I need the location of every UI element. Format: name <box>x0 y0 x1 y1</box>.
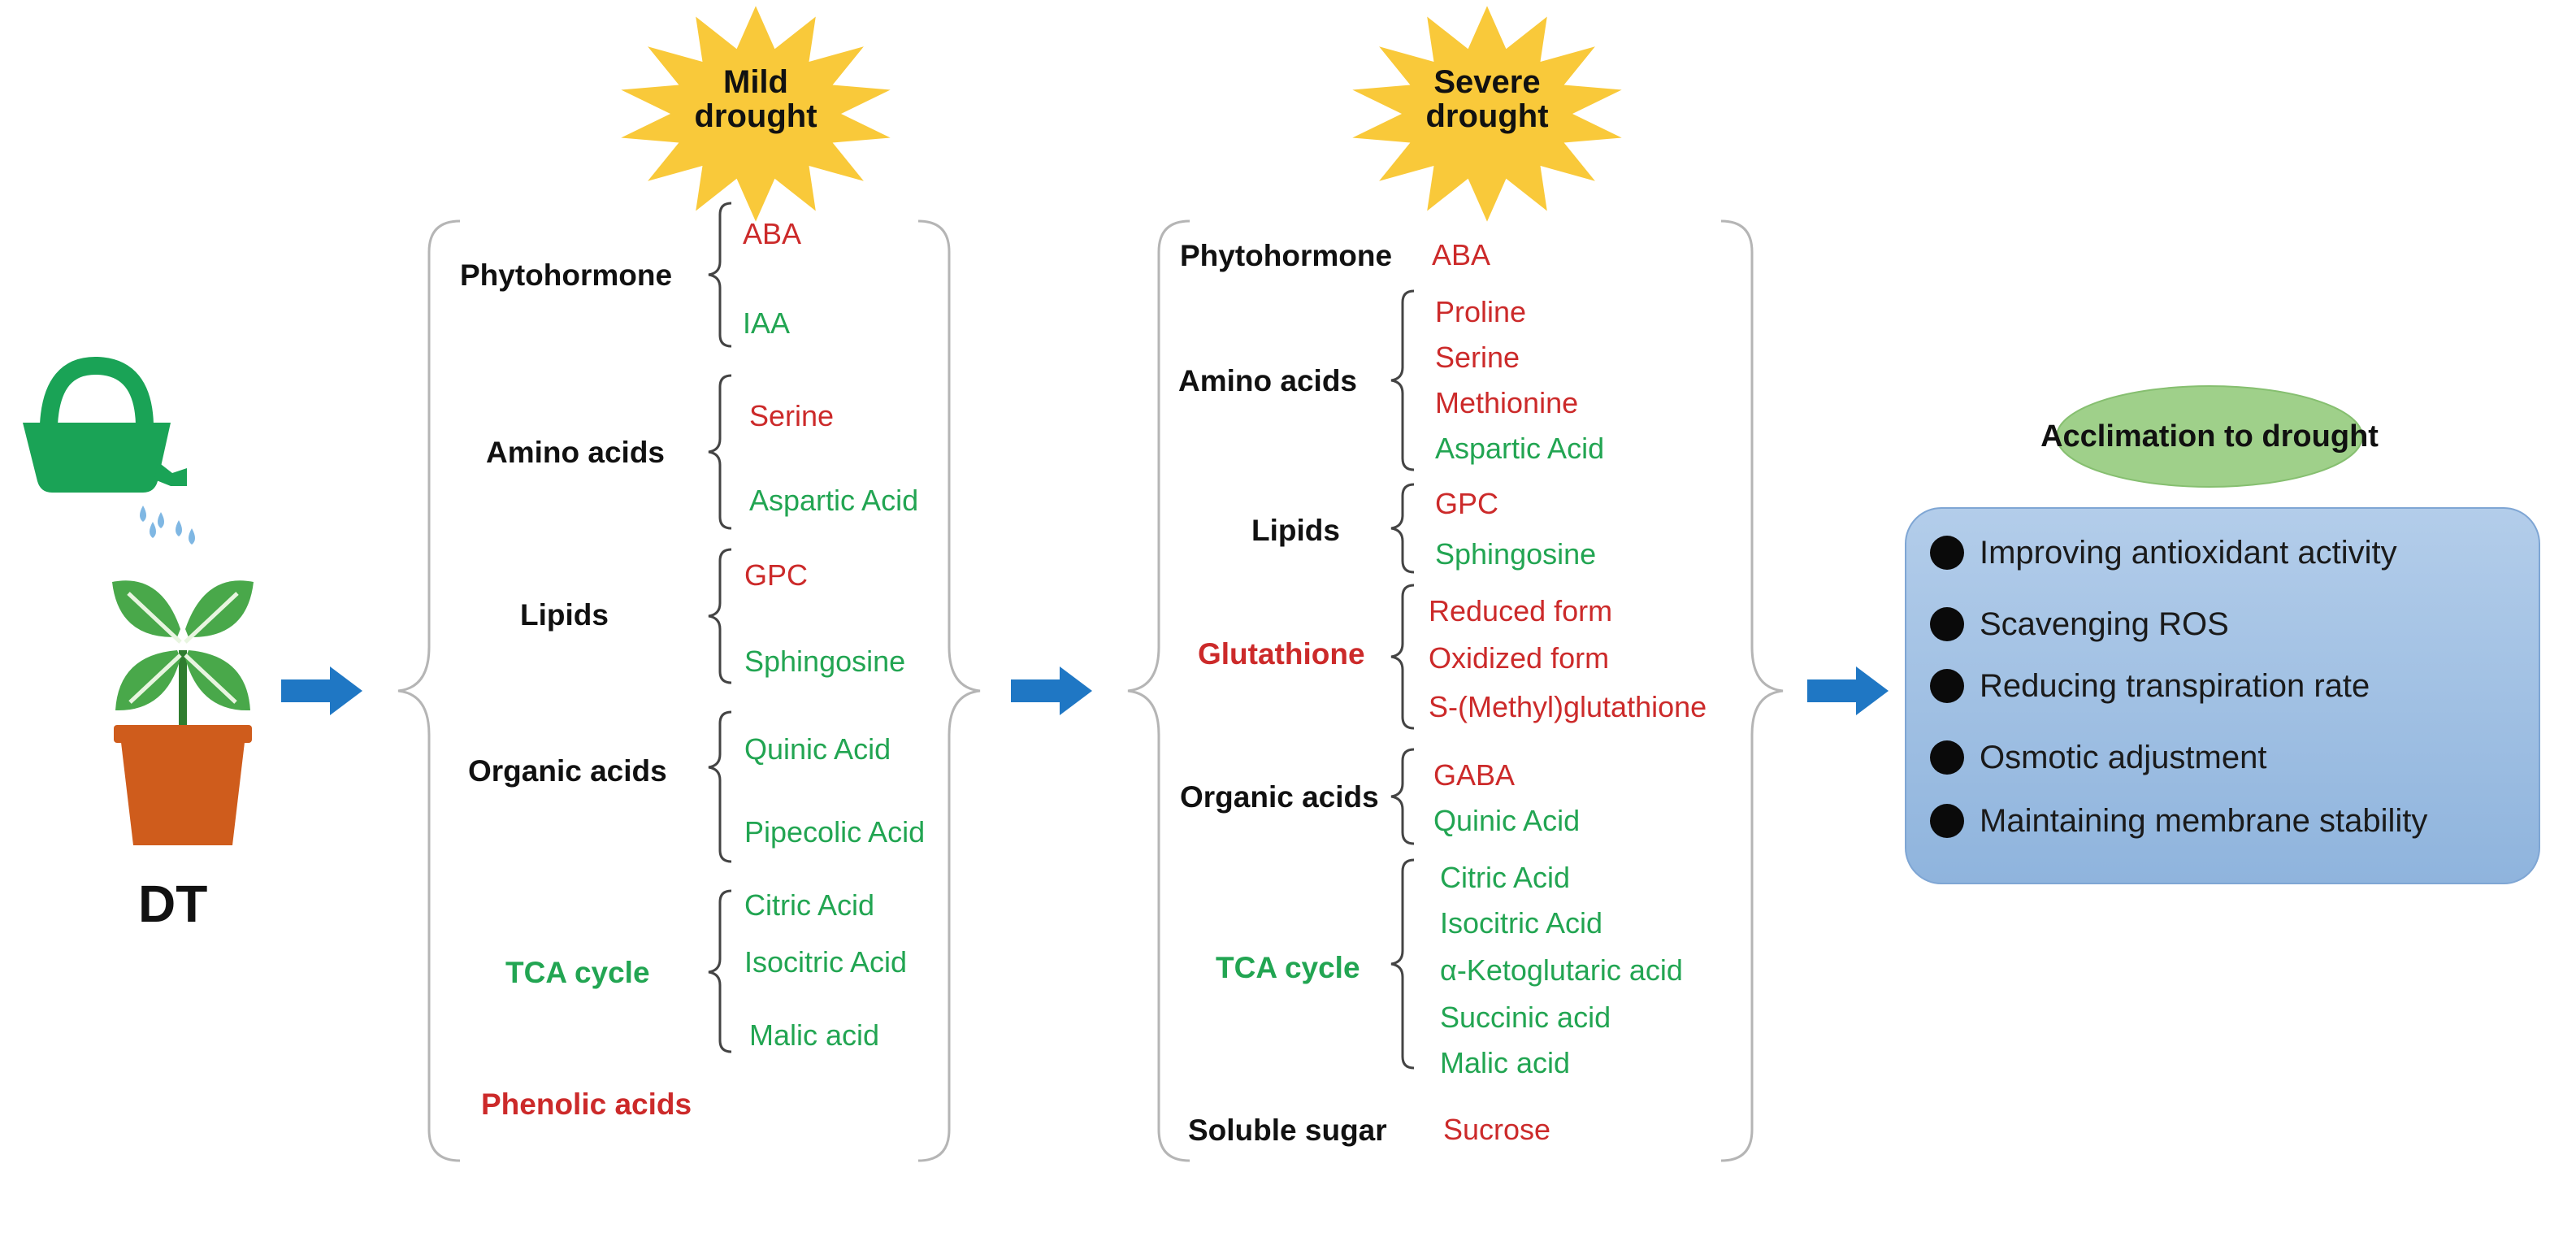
mild-item: Malic acid <box>749 1018 880 1052</box>
severe-item: Citric Acid <box>1440 861 1571 894</box>
bullet-dot <box>1930 804 1964 838</box>
mild-item: GPC <box>744 558 809 592</box>
water-drops-icon <box>140 506 195 545</box>
arrow-3-icon <box>1807 666 1889 715</box>
severe-item: Malic acid <box>1440 1046 1571 1079</box>
severe-item: GPC <box>1435 487 1499 520</box>
watering-can-body <box>23 423 171 493</box>
severe-item: GABA <box>1433 758 1516 792</box>
mild-right-brace <box>917 219 981 1162</box>
mild-item: Isocitric Acid <box>744 945 908 979</box>
acclimation-box <box>1905 507 2540 884</box>
severe-item: ABA <box>1432 238 1491 271</box>
bullet-dot <box>1930 607 1964 641</box>
watering-can-icon <box>23 357 187 493</box>
severe-drought-title-line2: drought <box>1425 98 1549 134</box>
severe-category: TCA cycle <box>1216 951 1360 984</box>
mild-category: Amino acids <box>486 436 665 469</box>
mild-category: Lipids <box>520 598 609 632</box>
severe-drought-star-icon <box>1352 6 1622 222</box>
mild-item: ABA <box>743 217 802 250</box>
severe-right-brace <box>1720 219 1784 1162</box>
severe-category-braces <box>1390 289 1415 1070</box>
mild-category: Phytohormone <box>460 258 673 292</box>
severe-category: Amino acids <box>1178 364 1357 397</box>
mild-item: Citric Acid <box>744 888 875 922</box>
severe-item: Succinic acid <box>1440 1001 1611 1034</box>
severe-category: Soluble sugar <box>1188 1114 1387 1147</box>
acclimation-bullet: Maintaining membrane stability <box>1980 803 2428 839</box>
plant-icon <box>112 580 254 845</box>
severe-item: α-Ketoglutaric acid <box>1440 953 1683 987</box>
severe-item: Reduced form <box>1429 594 1613 627</box>
bullet-dot <box>1930 740 1964 775</box>
severe-item: Sphingosine <box>1435 537 1597 571</box>
mild-category: Phenolic acids <box>481 1088 692 1121</box>
mild-drought-title-line2: drought <box>694 98 817 134</box>
severe-panel-braces <box>1127 219 1784 1162</box>
mild-item: IAA <box>743 306 791 340</box>
acclimation-pill <box>2056 385 2363 488</box>
severe-category: Organic acids <box>1180 780 1379 814</box>
mild-category: Organic acids <box>468 754 667 788</box>
mild-item: Pipecolic Acid <box>744 815 926 849</box>
leaf-bottom-right <box>185 650 250 711</box>
pot <box>120 736 245 845</box>
arrow-2-icon <box>1011 666 1092 715</box>
acclimation-bullet: Improving antioxidant activity <box>1980 535 2397 571</box>
severe-category: Glutathione <box>1198 637 1365 671</box>
severe-item: Quinic Acid <box>1433 804 1581 837</box>
mild-panel-braces <box>397 219 981 1162</box>
severe-item: Isocitric Acid <box>1440 906 1603 940</box>
arrow-1-icon <box>281 666 362 715</box>
severe-category: Lipids <box>1251 514 1340 547</box>
severe-item: Sucrose <box>1443 1113 1551 1146</box>
severe-category: Phytohormone <box>1180 239 1393 272</box>
mild-item: Serine <box>749 399 835 432</box>
mild-drought-title: Mild drought <box>650 65 861 133</box>
mild-item: Aspartic Acid <box>749 484 919 517</box>
acclimation-title: Acclimation to drought <box>2040 419 2379 454</box>
watering-can-handle <box>40 357 154 425</box>
mild-drought-title-line1: Mild <box>723 64 788 100</box>
mild-item: Sphingosine <box>744 645 906 678</box>
bullet-dot <box>1930 536 1964 570</box>
severe-item: Serine <box>1435 341 1520 374</box>
severe-drought-title-line1: Severe <box>1433 64 1541 100</box>
mild-item: Quinic Acid <box>744 732 891 766</box>
mild-drought-star-icon <box>621 6 891 222</box>
mild-category: TCA cycle <box>505 956 650 989</box>
severe-item: Aspartic Acid <box>1435 432 1605 465</box>
acclimation-bullet: Osmotic adjustment <box>1980 740 2267 775</box>
severe-item: Proline <box>1435 295 1527 328</box>
acclimation-bullet: Reducing transpiration rate <box>1980 668 2370 704</box>
plant-label: DT <box>138 875 208 933</box>
severe-item: S-(Methyl)glutathione <box>1429 690 1707 723</box>
mild-left-brace <box>397 219 461 1162</box>
severe-left-brace <box>1127 219 1190 1162</box>
watering-can-spout <box>154 462 187 486</box>
bullet-dot <box>1930 669 1964 703</box>
severe-item: Oxidized form <box>1429 641 1610 675</box>
severe-drought-title: Severe drought <box>1377 65 1597 133</box>
mild-category-braces <box>708 202 732 1053</box>
severe-item: Methionine <box>1435 386 1579 419</box>
acclimation-bullet: Scavenging ROS <box>1980 606 2229 642</box>
leaf-bottom-left <box>115 650 180 711</box>
